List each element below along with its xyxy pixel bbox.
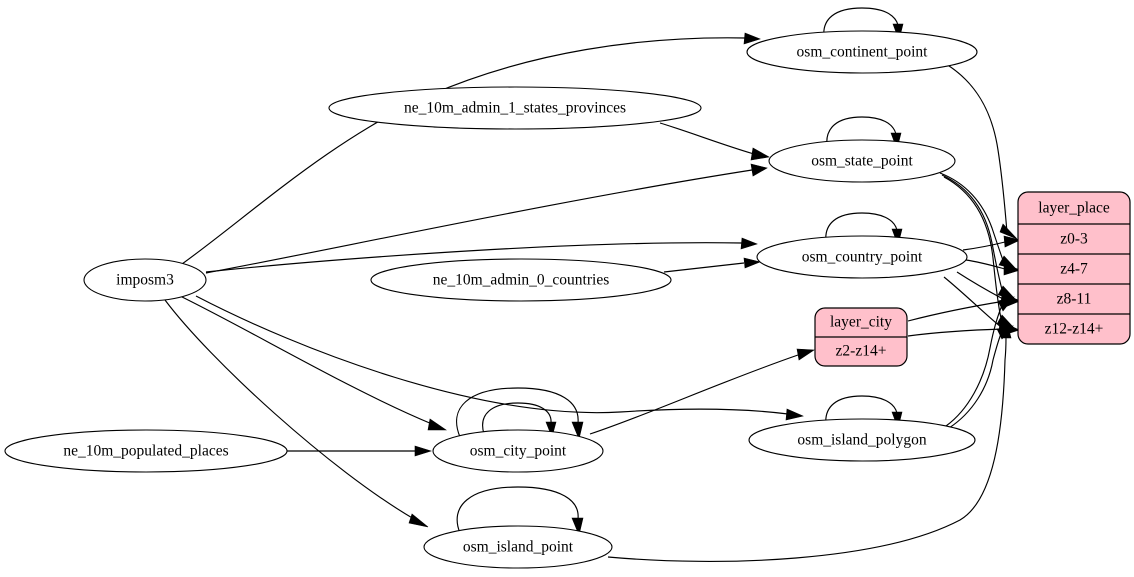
node-ne_10m_admin_0_countries[interactable]: ne_10m_admin_0_countries xyxy=(370,258,672,302)
node-osm_continent_point[interactable]: osm_continent_point xyxy=(746,30,978,74)
edge-selfloop-osm_island_point xyxy=(456,486,584,536)
edge-osm_island_polygon-to-layer_place-z12-z14 xyxy=(948,325,1014,429)
edge-imposm3-to-osm_continent_point xyxy=(181,32,761,265)
edge-osm_island_point-to-layer_place-z12-z14 xyxy=(607,320,1012,562)
edge-imposm3-to-osm_island_point xyxy=(164,299,429,528)
node-ne_10m_admin_1_states_provinces[interactable]: ne_10m_admin_1_states_provinces xyxy=(328,86,702,130)
edge-osm_island_polygon-to-layer_place-z8-11 xyxy=(945,296,1015,427)
edge-osm_continent_point-to-layer_place-z0-3 xyxy=(945,63,1018,240)
node-ne_10m_populated_places[interactable]: ne_10m_populated_places xyxy=(4,429,288,473)
node-osm_city_point[interactable]: osm_city_point xyxy=(432,429,604,473)
node-imposm3[interactable]: imposm3 xyxy=(83,258,207,302)
edge-osm_country_point-to-layer_place-z4-7 xyxy=(965,259,1021,276)
edge-layer xyxy=(164,7,1021,562)
edge-imposm3-to-osm_state_point xyxy=(205,163,768,274)
edge-osm_city_point-to-layer_city xyxy=(589,348,815,435)
edge-ne_countries-to-osm_country_point xyxy=(663,257,761,273)
edge-ne_populated-to-osm_city_point xyxy=(287,445,433,457)
edge-selfloop-osm_city_point-outer xyxy=(456,387,584,440)
edge-imposm3-to-osm_city_point xyxy=(177,294,447,431)
edge-selfloop-osm_city_point-inner xyxy=(482,402,557,438)
edge-imposm3-to-osm_island_polygon xyxy=(195,295,804,421)
node-osm_island_point[interactable]: osm_island_point xyxy=(423,525,613,569)
node-layer_city[interactable]: layer_city z2-z14+ xyxy=(814,307,908,367)
node-layer: imposm3 ne_10m_admin_1_states_provinces … xyxy=(4,30,1131,569)
node-layer_place[interactable]: layer_place z0-3 z4-7 z8-11 z12-z14+ xyxy=(1017,191,1131,345)
edge-osm_country_point-to-layer_place-z0-3 xyxy=(962,235,1021,251)
node-osm_state_point[interactable]: osm_state_point xyxy=(768,139,956,183)
node-osm_island_polygon[interactable]: osm_island_polygon xyxy=(748,418,976,462)
node-osm_country_point[interactable]: osm_country_point xyxy=(756,235,968,279)
edge-imposm3-to-osm_country_point xyxy=(205,237,758,273)
edge-ne_states-to-osm_state_point xyxy=(659,122,770,161)
